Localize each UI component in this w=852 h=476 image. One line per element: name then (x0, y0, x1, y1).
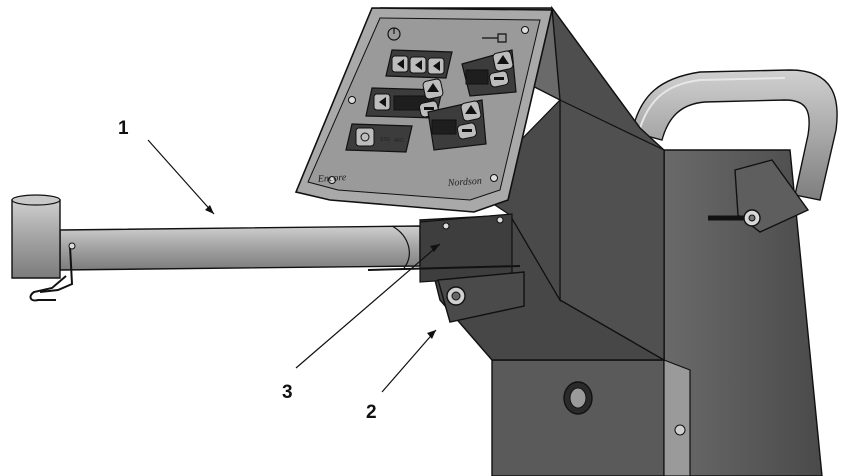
keypad-lower-left: STD AFC (345, 123, 413, 153)
up-button-3[interactable] (460, 100, 482, 122)
arrow-left-button-2[interactable] (409, 56, 427, 74)
keypad-middle (365, 78, 444, 119)
callout-2: 2 (366, 402, 377, 423)
handle (631, 69, 838, 201)
led-display-2 (465, 69, 489, 85)
afc-label: AFC (394, 138, 404, 144)
arrow-left-button-3[interactable] (427, 57, 445, 75)
arrow-left-button-1[interactable] (391, 55, 409, 73)
std-button[interactable] (355, 127, 375, 147)
callout-3: 3 (282, 382, 293, 403)
maker-logo: Nordson (446, 176, 482, 189)
std-label: STD (380, 137, 390, 143)
up-button-1[interactable] (422, 78, 444, 100)
mounting-plate (367, 213, 525, 323)
down-button-3[interactable] (456, 122, 478, 140)
down-button-2[interactable] (488, 70, 510, 88)
callout-leaders (147, 139, 441, 393)
keypad-top-right (461, 49, 517, 97)
callout-1: 1 (118, 118, 129, 139)
control-panel: STD AFC (294, 7, 554, 213)
up-button-2[interactable] (492, 50, 514, 72)
key-icon (482, 33, 507, 43)
keypad-top-left (385, 49, 453, 79)
lower-column (491, 359, 691, 476)
arrow-left-button-4[interactable] (373, 93, 391, 111)
brand-logo: Encore (316, 172, 347, 185)
gun-mounting-arm (11, 194, 421, 302)
keypad-lower-right (427, 99, 487, 151)
led-display-3 (431, 119, 457, 135)
fitting-bracket (437, 271, 525, 323)
